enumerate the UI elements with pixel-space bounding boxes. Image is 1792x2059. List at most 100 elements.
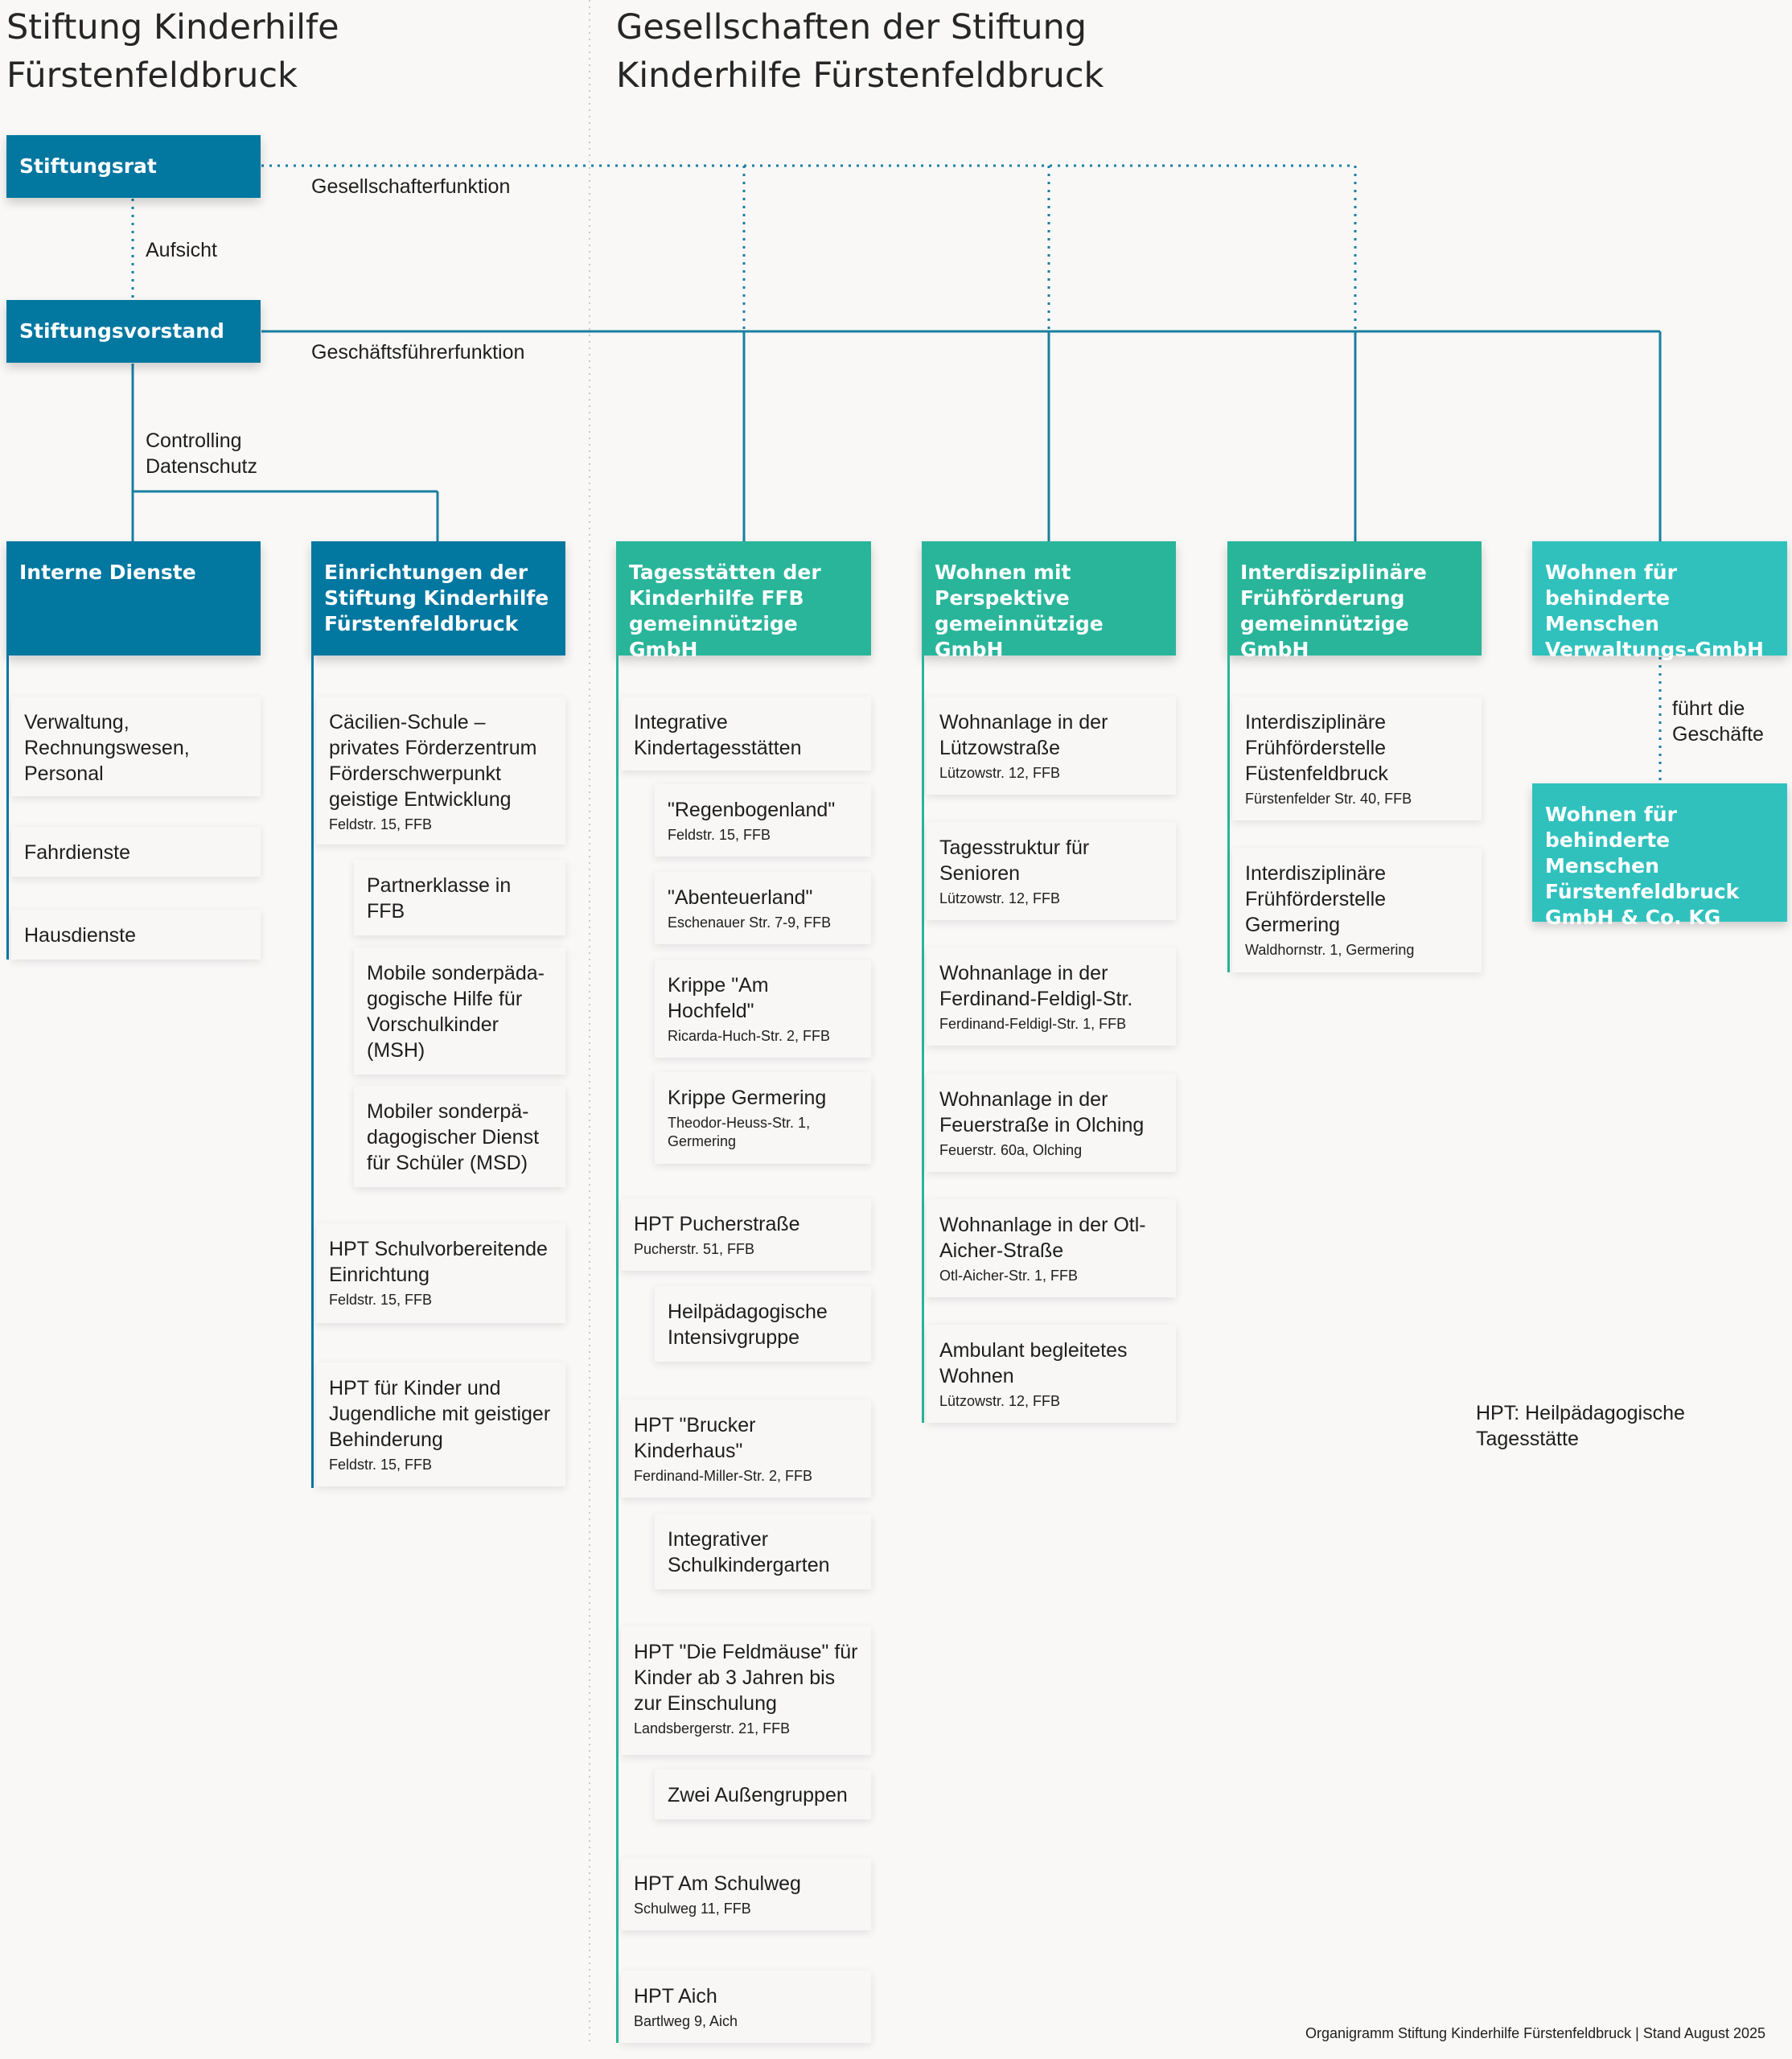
item-title: Heilpädagogische Intensivgruppe bbox=[668, 1301, 828, 1349]
item-title: Integrative Kindertagesstätten bbox=[634, 711, 802, 759]
item-address: Bartlweg 9, Aich bbox=[634, 2013, 738, 2029]
column-header-label: Wohnen für behinderte Menschen Verwaltun… bbox=[1545, 561, 1764, 661]
list-item: Mobile sonderpäda-gogische Hilfe für Vor… bbox=[354, 947, 565, 1075]
header-wohnen-mit-perspektive: Wohnen mit Perspektive gemeinnützige Gmb… bbox=[922, 541, 1176, 661]
column-bar-tagesstaetten bbox=[616, 656, 619, 2043]
item-title: Zwei Außengruppen bbox=[668, 1784, 848, 1806]
item-title: HPT Pucherstraße bbox=[634, 1213, 800, 1235]
column-bar-interne-dienste bbox=[6, 656, 9, 960]
item-title: HPT "Die Feldmäuse" für Kinder ab 3 Jahr… bbox=[634, 1641, 858, 1715]
list-item: Zwei Außengruppen bbox=[655, 1769, 871, 1819]
item-title: HPT Am Schulweg bbox=[634, 1872, 801, 1895]
item-title: "Abenteuerland" bbox=[668, 886, 813, 909]
column-header-label: Interdisziplinäre Frühförderung gemeinnü… bbox=[1240, 561, 1427, 661]
item-title: Hausdienste bbox=[24, 924, 136, 947]
list-item: HPT "Die Feldmäuse" für Kinder ab 3 Jahr… bbox=[621, 1626, 871, 1755]
item-address: Otl-Aicher-Str. 1, FFB bbox=[939, 1268, 1079, 1284]
list-item: Ambulant begleitetes Wohnen Lützowstr. 1… bbox=[927, 1325, 1176, 1423]
header-fruehfoerderung: Interdisziplinäre Frühförderung gemeinnü… bbox=[1227, 541, 1482, 661]
header-einrichtungen: Einrichtungen der Stiftung Kinderhilfe F… bbox=[311, 541, 565, 656]
list-item: Integrativer Schulkindergarten bbox=[655, 1514, 871, 1589]
list-item: Wohnanlage in der Lützowstraße Lützowstr… bbox=[927, 697, 1176, 795]
item-address: Eschenauer Str. 7-9, FFB bbox=[668, 914, 832, 931]
list-item: Interdisziplinäre Frühförderstelle Füste… bbox=[1232, 697, 1482, 820]
column-header-label: Wohnen mit Perspektive gemeinnützige Gmb… bbox=[935, 561, 1104, 661]
list-item: Partnerklasse in FFB bbox=[354, 860, 565, 935]
list-item: Wohnanlage in der Ferdinand-Feldigl-Str.… bbox=[927, 947, 1176, 1046]
controlling-label: Controlling bbox=[146, 429, 242, 452]
fuehrt-die-geschaefte-label: führt die Geschäfte bbox=[1672, 697, 1764, 746]
item-address: Ferdinand-Miller-Str. 2, FFB bbox=[634, 1468, 813, 1484]
list-item: "Abenteuerland" Eschenauer Str. 7-9, FFB bbox=[655, 872, 871, 944]
item-address: Ferdinand-Feldigl-Str. 1, FFB bbox=[939, 1016, 1127, 1032]
item-title: HPT Schulvorbereitende Einrichtung bbox=[329, 1238, 548, 1286]
stiftungsrat-box: Stiftungsrat bbox=[6, 135, 261, 198]
list-item: Mobiler sonderpä-dagogischer Dienst für … bbox=[354, 1086, 565, 1187]
item-title: Integrativer Schulkindergarten bbox=[668, 1528, 830, 1576]
item-address: Landsbergerstr. 21, FFB bbox=[634, 1720, 791, 1736]
item-address: Feuerstr. 60a, Olching bbox=[939, 1142, 1083, 1158]
wfbm-kg-label: Wohnen für behinderte Menschen Fürstenfe… bbox=[1545, 803, 1740, 929]
item-title: Interdisziplinäre Frühförderstelle Füste… bbox=[1245, 711, 1388, 785]
column-bar-einrichtungen bbox=[311, 656, 314, 1488]
list-item: "Regenbogenland" Feldstr. 15, FFB bbox=[655, 784, 871, 857]
list-item: Tagesstruktur für Senioren Lützowstr. 12… bbox=[927, 822, 1176, 920]
item-address: Feldstr. 15, FFB bbox=[329, 1457, 433, 1473]
item-title: HPT für Kinder und Jugendliche mit geist… bbox=[329, 1377, 551, 1451]
list-item: Fahrdienste bbox=[11, 827, 261, 877]
title-stiftung: Stiftung Kinderhilfe Fürstenfeldbruck bbox=[6, 3, 569, 100]
item-address: Theodor-Heuss-Str. 1, Germering bbox=[668, 1115, 811, 1149]
item-address: Lützowstr. 12, FFB bbox=[939, 765, 1061, 781]
item-address: Pucherstr. 51, FFB bbox=[634, 1241, 755, 1257]
list-item: HPT Am Schulweg Schulweg 11, FFB bbox=[621, 1858, 871, 1930]
column-header-label: Einrichtungen der Stiftung Kinderhilfe F… bbox=[324, 561, 549, 635]
item-address: Waldhornstr. 1, Germering bbox=[1245, 942, 1415, 958]
stiftungsvorstand-box: Stiftungsvorstand bbox=[6, 300, 261, 363]
item-title: Wohnanlage in der Lützowstraße bbox=[939, 711, 1108, 759]
list-item: Hausdienste bbox=[11, 910, 261, 960]
list-item: Integrative Kindertagesstätten bbox=[621, 697, 871, 771]
item-title: Cäcilien-Schule – privates Förderzentrum… bbox=[329, 711, 537, 811]
list-item: Krippe "Am Hochfeld" Ricarda-Huch-Str. 2… bbox=[655, 960, 871, 1058]
aufsicht-label: Aufsicht bbox=[146, 239, 217, 261]
column-bar-fruehfoerderung bbox=[1227, 656, 1230, 972]
item-title: Krippe "Am Hochfeld" bbox=[668, 974, 769, 1022]
geschaeftsfuehrerfunktion-label: Geschäftsführerfunktion bbox=[311, 341, 525, 364]
item-address: Feldstr. 15, FFB bbox=[329, 816, 433, 832]
column-header-label: Interne Dienste bbox=[19, 561, 196, 584]
list-item: HPT Aich Bartlweg 9, Aich bbox=[621, 1971, 871, 2043]
list-item: Cäcilien-Schule – privates Förderzentrum… bbox=[316, 697, 565, 845]
item-title: HPT "Brucker Kinderhaus" bbox=[634, 1414, 756, 1462]
column-header-label: Tagesstätten der Kinderhilfe FFB gemeinn… bbox=[629, 561, 821, 661]
item-address: Fürstenfelder Str. 40, FFB bbox=[1245, 791, 1412, 807]
item-title: Fahrdienste bbox=[24, 841, 131, 864]
gesellschafterfunktion-label: Gesellschafterfunktion bbox=[311, 175, 511, 198]
item-title: Mobile sonderpäda-gogische Hilfe für Vor… bbox=[367, 962, 545, 1062]
item-address: Schulweg 11, FFB bbox=[634, 1901, 751, 1917]
item-title: Partnerklasse in FFB bbox=[367, 874, 512, 923]
item-title: Verwaltung, Rechnungswesen, Personal bbox=[24, 711, 190, 785]
header-wohnen-verwaltungs-gmbh: Wohnen für behinderte Menschen Verwaltun… bbox=[1532, 541, 1787, 661]
list-item: Interdisziplinäre Frühförderstelle Germe… bbox=[1232, 848, 1482, 972]
item-title: Mobiler sonderpä-dagogischer Dienst für … bbox=[367, 1100, 540, 1174]
item-title: HPT Aich bbox=[634, 1985, 717, 2008]
controlling-datenschutz-label: Controlling Datenschutz bbox=[146, 428, 257, 479]
item-title: Krippe Germering bbox=[668, 1087, 827, 1109]
list-item: HPT Pucherstraße Pucherstr. 51, FFB bbox=[621, 1198, 871, 1271]
item-title: "Regenbogenland" bbox=[668, 799, 836, 821]
list-item: HPT für Kinder und Jugendliche mit geist… bbox=[316, 1362, 565, 1486]
hpt-legend: HPT: Heilpädagogische Tagesstätte bbox=[1476, 1402, 1685, 1450]
wfbm-kg-box: Wohnen für behinderte Menschen Fürstenfe… bbox=[1532, 783, 1787, 929]
column-bar-wohnen-mit-perspektive bbox=[922, 656, 924, 1423]
list-item: Wohnanlage in der Feuerstraße in Olching… bbox=[927, 1074, 1176, 1172]
item-title: Tagesstruktur für Senioren bbox=[939, 836, 1090, 885]
header-tagesstaetten: Tagesstätten der Kinderhilfe FFB gemeinn… bbox=[616, 541, 871, 661]
item-title: Wohnanlage in der Otl-Aicher-Straße bbox=[939, 1214, 1146, 1262]
footer-text: Organigramm Stiftung Kinderhilfe Fürsten… bbox=[1305, 2025, 1765, 2041]
item-address: Feldstr. 15, FFB bbox=[329, 1292, 433, 1308]
page-title-right: Gesellschaften der Stiftung Kinderhilfe … bbox=[616, 7, 1104, 96]
list-item: Krippe Germering Theodor-Heuss-Str. 1, G… bbox=[655, 1072, 871, 1164]
list-item: HPT Schulvorbereitende Einrichtung Felds… bbox=[316, 1223, 565, 1323]
datenschutz-label: Datenschutz bbox=[146, 455, 257, 478]
